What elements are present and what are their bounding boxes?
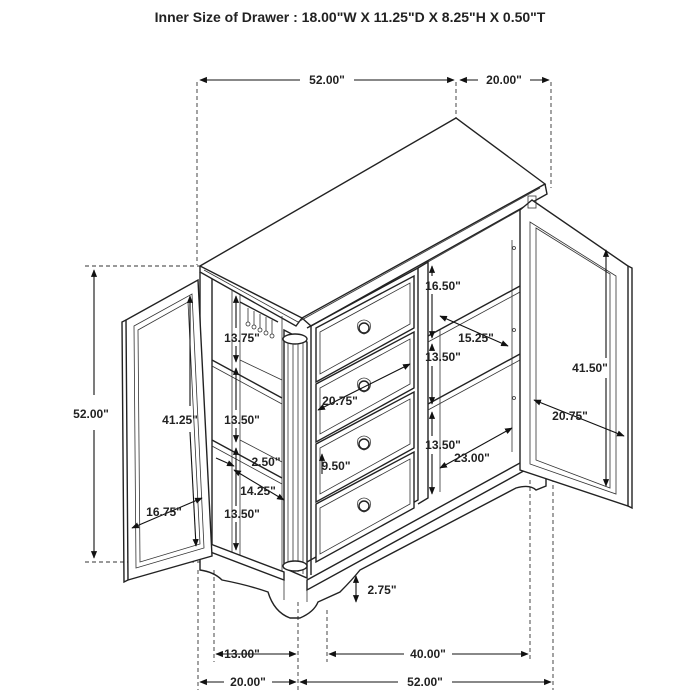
dim-drawer-height: 9.50" <box>321 459 350 473</box>
dim-left-door-width: 16.75" <box>146 505 182 519</box>
hook-rail <box>239 301 279 339</box>
drawer-inner-size-title: Inner Size of Drawer : 18.00"W X 11.25"D… <box>154 9 546 25</box>
dimension-lines <box>90 76 625 686</box>
right-door <box>519 195 633 510</box>
drawer-4 <box>315 450 415 564</box>
dim-top-width: 52.00" <box>309 73 345 87</box>
dim-right-leg-span: 40.00" <box>410 647 446 661</box>
dim-left-leg-span: 13.00" <box>224 647 260 661</box>
dim-right-shelf-3: 13.50" <box>425 438 461 452</box>
dim-right-door-height: 41.50" <box>572 361 608 375</box>
dim-total-height: 52.00" <box>73 407 109 421</box>
dim-right-shelf-2: 13.50" <box>425 350 461 364</box>
cabinet-illustration <box>121 117 633 619</box>
dimension-labels: 52.00" 20.00" 52.00" 41.25" 16.75" 13.75… <box>73 73 608 689</box>
dim-right-inner-depth: 15.25" <box>458 331 494 345</box>
dim-left-inner-depth: 14.25" <box>240 484 276 498</box>
dim-bottom-depth: 20.00" <box>230 675 266 689</box>
dim-left-shelf-1: 13.75" <box>224 331 260 345</box>
dim-right-shelf-1: 16.50" <box>425 279 461 293</box>
dim-right-door-width: 20.75" <box>552 409 588 423</box>
dim-drawer-width: 20.75" <box>322 394 358 408</box>
dim-top-depth: 20.00" <box>486 73 522 87</box>
dim-left-shelf-2: 13.50" <box>224 413 260 427</box>
dim-right-inner-width: 23.00" <box>454 451 490 465</box>
left-door <box>121 278 213 584</box>
front-column <box>282 328 308 580</box>
cabinet-base <box>199 450 547 619</box>
drawer-1 <box>315 274 415 384</box>
dim-left-inner-gap: 2.50" <box>251 455 280 469</box>
dim-base-height: 2.75" <box>367 583 396 597</box>
dim-bottom-width: 52.00" <box>407 675 443 689</box>
dim-left-door-height: 41.25" <box>162 413 198 427</box>
dim-left-shelf-3: 13.50" <box>224 507 260 521</box>
